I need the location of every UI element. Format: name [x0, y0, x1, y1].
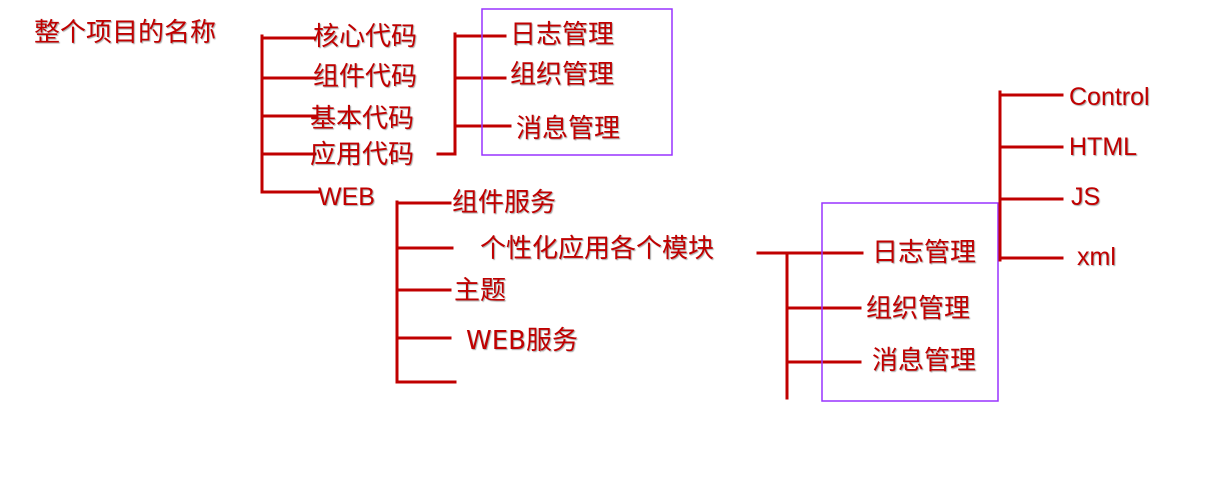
app-module-msg: 消息管理	[872, 346, 977, 376]
base-code-label: 基本代码	[310, 104, 415, 134]
code-module-log: 日志管理	[510, 20, 615, 50]
log-child-control: Control	[1069, 83, 1150, 111]
log-child-html: HTML	[1069, 133, 1138, 161]
code-module-org: 组织管理	[510, 60, 615, 90]
log-child-js: JS	[1071, 183, 1101, 211]
web-child-theme: 主题	[454, 276, 507, 306]
app-module-org: 组织管理	[866, 294, 971, 324]
web-child-personal-modules: 个性化应用各个模块	[480, 234, 715, 264]
web-child-web-service: WEB服务	[466, 326, 578, 356]
log-child-xml: xml	[1077, 243, 1116, 271]
component-code-label: 组件代码	[313, 62, 418, 92]
web-child-component-service: 组件服务	[452, 188, 557, 218]
core-code-label: 核心代码	[313, 22, 418, 52]
root-label: 整个项目的名称	[34, 18, 217, 48]
code-module-msg: 消息管理	[516, 114, 621, 144]
web-label: WEB	[318, 183, 375, 211]
app-module-log: 日志管理	[872, 238, 977, 268]
app-code-label: 应用代码	[310, 140, 415, 170]
